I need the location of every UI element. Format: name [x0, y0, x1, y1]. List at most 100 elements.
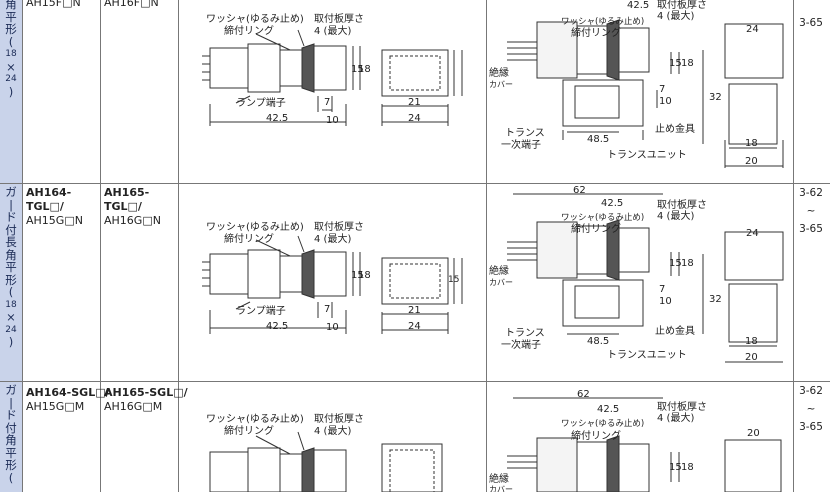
category-char: 平 — [5, 9, 17, 24]
dim-18-bottom: 18 — [745, 138, 758, 149]
dim-10: 10 — [659, 96, 672, 107]
category-char: 18 — [5, 49, 17, 59]
category-char: 24 — [5, 324, 17, 335]
category-label-1: 角 平 形 ( 18 × 24 ) — [2, 0, 20, 98]
dim-42-5: 42.5 — [266, 113, 288, 124]
panel-max-label: 4 (最大) — [657, 411, 694, 424]
dim-42-5: 42.5 — [601, 198, 623, 209]
category-char: ( — [8, 285, 14, 299]
panel-max-label: 4 (最大) — [314, 424, 351, 437]
row-divider-2 — [0, 381, 830, 382]
insulation-cover-label-2: カバー — [489, 485, 513, 492]
page-ref-2: 3-62 ~ 3-65 — [796, 184, 826, 238]
category-label-2: ガ | ド 付 長 角 平 形 ( 18 × 24 ) — [2, 186, 20, 349]
dim-21: 21 — [408, 97, 421, 108]
panel-thickness-label: 取付板厚さ — [314, 220, 364, 233]
dim-7: 7 — [324, 304, 330, 315]
trans-unit-label: トランスユニット — [607, 149, 687, 161]
front-view-drawing-3 — [381, 443, 443, 492]
ring-label: 締付リング — [571, 26, 621, 39]
washer-label: ワッシャ(ゆるみ止め) — [561, 212, 644, 223]
insulation-cover-label: 絶縁 — [489, 66, 509, 79]
dim-48-5: 48.5 — [587, 134, 609, 145]
trans-label: トランス — [505, 127, 545, 139]
front-view-drawing-1: 21 24 — [381, 49, 463, 126]
category-cell-3 — [0, 382, 22, 492]
category-char: ガ — [5, 383, 17, 397]
model-number-bold: AH164- — [26, 186, 72, 199]
dim-18: 18 — [681, 258, 694, 269]
category-char: 形 — [5, 22, 17, 36]
trans-unit-label: トランスユニット — [607, 349, 687, 361]
ring-label: 締付リング — [224, 24, 274, 37]
model-number-bold: AH165- — [104, 186, 150, 199]
panel-thickness-label: 取付板厚さ — [314, 412, 364, 425]
category-char: 角 — [5, 433, 17, 447]
washer-label: ワッシャ(ゆるみ止め) — [206, 13, 304, 25]
row-divider-1 — [0, 183, 830, 184]
panel-thickness-label: 取付板厚さ — [314, 12, 364, 25]
ring-label: 締付リング — [571, 429, 621, 442]
dim-15: 15 — [351, 64, 364, 75]
category-label-3: ガ | ド 付 角 平 形 ( — [2, 384, 20, 484]
page-number: 3-62 — [799, 385, 823, 397]
model-number: AH16G□M — [104, 400, 163, 413]
category-char: | — [9, 197, 13, 212]
panel-max-label: 4 (最大) — [314, 232, 351, 245]
category-cell-1 — [0, 0, 22, 183]
category-char: 18 — [5, 299, 17, 310]
model-number-bold: TGL□/ — [26, 200, 64, 213]
model-a-cell-3: AH164-SGL□/ AH15G□M — [26, 386, 110, 414]
insulation-cover-label: 絶縁 — [489, 472, 509, 485]
category-char: | — [9, 395, 13, 410]
dim-20: 20 — [745, 352, 758, 363]
dim-7: 7 — [659, 284, 665, 295]
dim-18: 18 — [358, 270, 371, 281]
model-a-cell-2: AH164- TGL□/ AH15G□N — [26, 186, 83, 228]
dim-42-5: 42.5 — [266, 321, 288, 332]
insulation-cover-label-2: カバー — [489, 80, 513, 89]
dim-15: 15 — [351, 270, 364, 281]
category-char: 形 — [5, 458, 17, 472]
dim-48-5: 48.5 — [587, 336, 609, 347]
category-char: 付 — [5, 222, 17, 237]
category-char: 24 — [5, 74, 17, 84]
ring-label: 締付リング — [224, 232, 274, 245]
page-number: 3-65 — [799, 223, 823, 235]
dim-42-5: 42.5 — [627, 0, 649, 11]
ring-label: 締付リング — [224, 424, 274, 437]
dim-18: 18 — [358, 64, 371, 75]
category-char: ) — [8, 84, 14, 99]
dim-32: 32 — [709, 294, 722, 305]
panel-max-label: 4 (最大) — [657, 209, 694, 222]
transformer-drawing-3: 62 42.5 ワッシャ(ゆるみ止め) 締付リング 取付板厚さ 4 (最大) 1… — [489, 389, 782, 492]
insulation-cover-label: 絶縁 — [489, 264, 509, 277]
transformer-drawing-2: 62 42.5 ワッシャ(ゆるみ止め) 締付リング 取付板厚さ 4 (最大) 1… — [489, 185, 784, 363]
model-number-bold: AH164-SGL□/ — [26, 386, 110, 399]
dim-7: 7 — [659, 84, 665, 95]
dim-24: 24 — [408, 113, 421, 124]
dim-24: 24 — [746, 228, 759, 239]
trans-label-2: 一次端子 — [501, 138, 541, 151]
dim-24: 24 — [408, 321, 421, 332]
col-divider-2 — [100, 0, 101, 492]
category-char: 付 — [5, 420, 17, 435]
side-view-drawing-2: 42.5 7 10 15 18 ワッシャ(ゆるみ止め) 締付リング 取付板厚さ … — [202, 220, 371, 334]
category-char: 長 — [5, 235, 17, 249]
category-char: 形 — [5, 272, 17, 287]
panel-max-label: 4 (最大) — [314, 24, 351, 37]
panel-thickness-label: 取付板厚さ — [657, 0, 707, 11]
dim-15: 15 — [669, 58, 682, 69]
trans-label-2: 一次端子 — [501, 338, 541, 351]
washer-label: ワッシャ(ゆるみ止め) — [561, 16, 644, 27]
page-number: 3-62 — [799, 187, 823, 199]
dim-20: 20 — [747, 428, 760, 439]
model-number: AH16F□N — [104, 0, 159, 9]
category-char: ( — [8, 34, 14, 49]
category-char: ド — [5, 408, 17, 422]
stopper-label: 止め金具 — [655, 122, 695, 135]
model-number: AH15F□N — [26, 0, 81, 9]
category-char: ド — [5, 210, 17, 224]
page-number: 3-65 — [799, 17, 823, 29]
